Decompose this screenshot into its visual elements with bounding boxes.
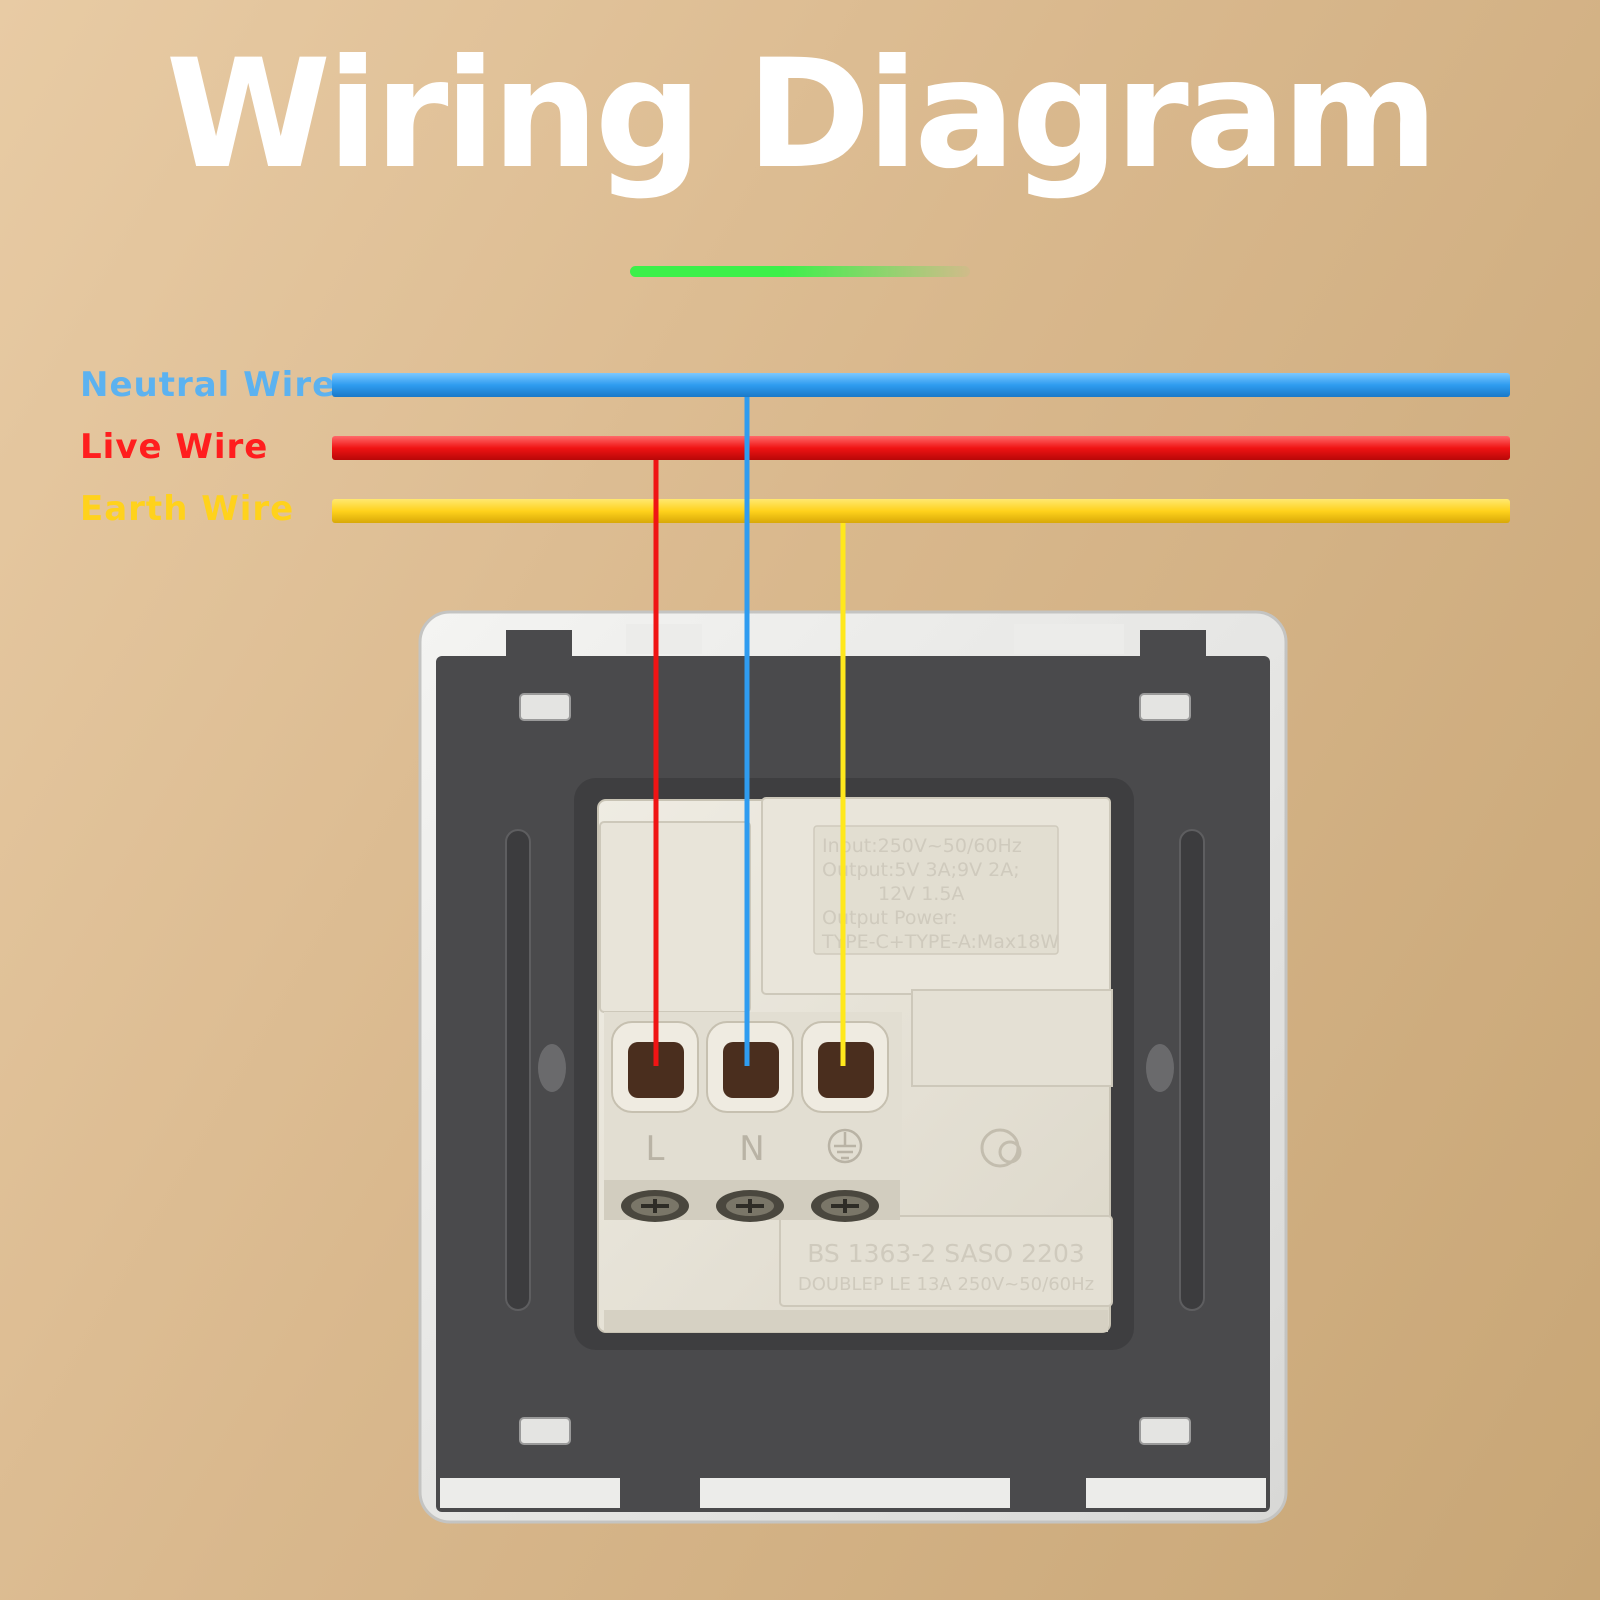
live-bus-wire (332, 436, 1510, 460)
standards-label: BS 1363-2 SASO 2203 (807, 1239, 1085, 1268)
rating-label: DOUBLEP LE 13A 250V~50/60Hz (798, 1274, 1094, 1295)
screw-icon (621, 1190, 689, 1222)
live-wire-label: Live Wire (80, 427, 269, 467)
neutral-bus-wire (332, 373, 1510, 397)
earth-terminal-port (801, 1021, 889, 1113)
terminal-block (604, 1012, 902, 1222)
neutral-terminal-port (706, 1021, 794, 1113)
earth-ground-icon (827, 1128, 863, 1164)
screw-icon (716, 1190, 784, 1222)
live-terminal-port (611, 1021, 699, 1113)
title-accent-line (630, 266, 970, 277)
usb-output-power-label: Output Power: (822, 907, 958, 929)
usb-input-rating: Input:250V~50/60Hz (822, 835, 1022, 857)
neutral-terminal-label: N (739, 1129, 764, 1169)
page-title: Wiring Diagram (165, 28, 1439, 202)
neutral-wire-label: Neutral Wire (80, 365, 337, 405)
live-terminal-label: L (646, 1129, 665, 1169)
earth-wire-label: Earth Wire (80, 489, 295, 529)
usb-output-rating: Output:5V 3A;9V 2A; (822, 859, 1020, 881)
usb-output-power-value: TYPE-C+TYPE-A:Max18W (821, 931, 1059, 953)
screw-icon (811, 1190, 879, 1222)
certification-mark-icon (980, 1128, 1022, 1168)
earth-bus-wire (332, 499, 1510, 523)
usb-output-rating-12v: 12V 1.5A (878, 883, 964, 905)
